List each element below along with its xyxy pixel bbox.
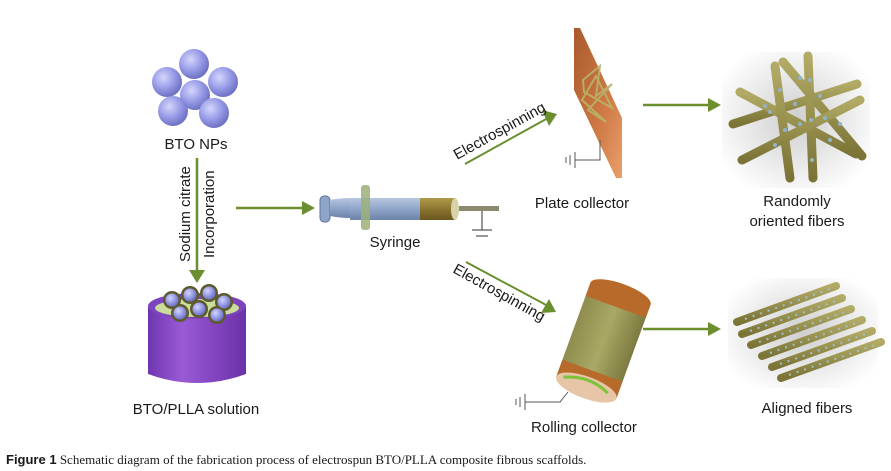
bto-nanoparticles-icon (152, 49, 238, 128)
label-random-fibers-1: Randomly (763, 193, 831, 210)
random-fibers-icon (722, 51, 870, 188)
arrow-head-roller (541, 299, 556, 313)
label-electrospinning-plate: Electrospinning (451, 99, 549, 164)
arrow-head-random (708, 98, 721, 112)
label-rolling-collector: Rolling collector (531, 419, 637, 436)
label-sodium-citrate: Sodium citrate (177, 166, 194, 262)
label-bto-nps: BTO NPs (164, 136, 227, 153)
arrow-syringe-to-plate (464, 117, 549, 165)
label-aligned-fibers: Aligned fibers (762, 400, 853, 417)
figure-caption: Figure 1 Schematic diagram of the fabric… (6, 452, 586, 468)
arrow-head-aligned (708, 322, 721, 336)
syringe-icon (319, 185, 499, 237)
label-random-fibers-2: oriented fibers (749, 213, 844, 230)
caption-label: Figure 1 (6, 452, 57, 467)
aligned-fibers-icon (728, 278, 885, 388)
arrow-head-plate (542, 110, 557, 126)
beaker-icon (148, 284, 246, 383)
label-bto-plla-solution: BTO/PLLA solution (133, 401, 259, 418)
plate-collector-icon (565, 28, 622, 178)
label-electrospinning-roller: Electrospinning (450, 261, 548, 326)
rolling-collector-icon (515, 279, 651, 410)
label-syringe: Syringe (370, 234, 421, 251)
arrow-syringe-to-roller (465, 261, 549, 307)
label-plate-collector: Plate collector (535, 195, 629, 212)
arrow-head-right (302, 201, 315, 215)
arrow-head-down (189, 270, 205, 283)
caption-text: Schematic diagram of the fabrication pro… (59, 452, 587, 467)
label-incorporation: Incorporation (201, 170, 218, 258)
